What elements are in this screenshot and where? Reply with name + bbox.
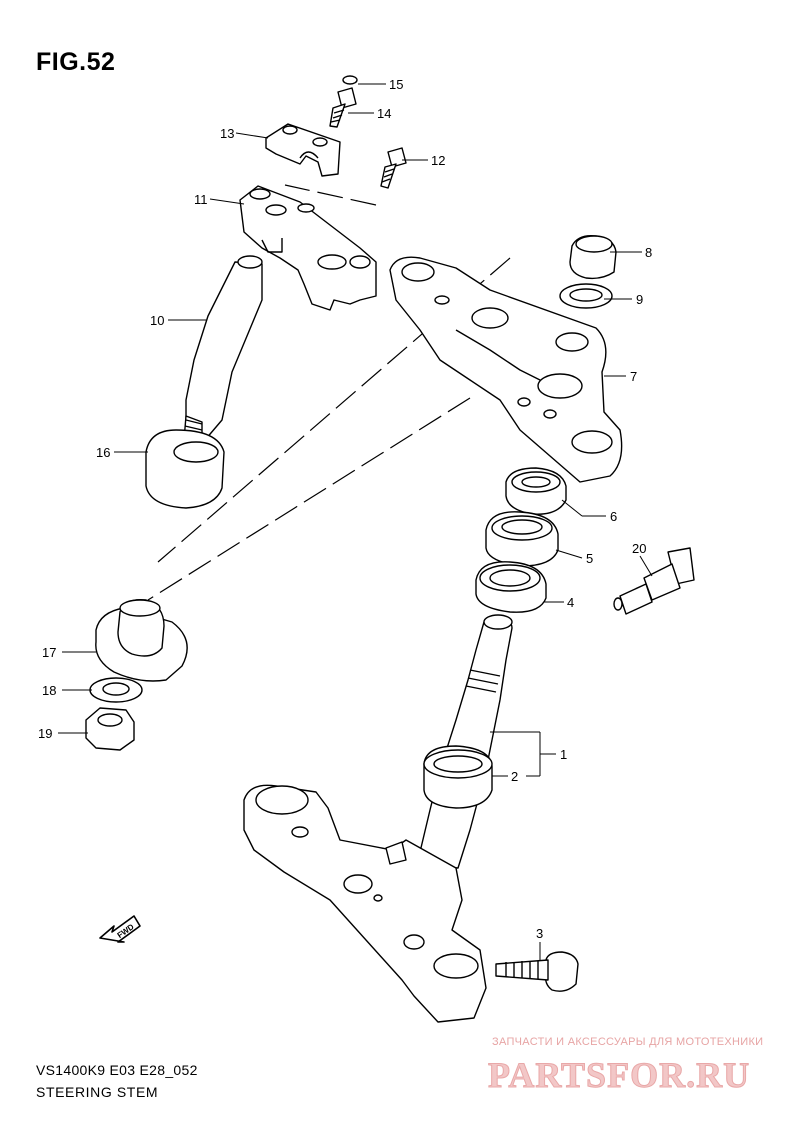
diagram-subtitle: STEERING STEM (36, 1084, 159, 1100)
callout-4: 4 (567, 595, 574, 610)
part-7-upper-bracket (389, 256, 623, 483)
part-17-dust-seal (95, 599, 188, 682)
part-18-washer (89, 677, 143, 703)
watermark-logo: PARTSFOR.RU (487, 1055, 751, 1096)
callout-10: 10 (150, 313, 164, 328)
callout-2: 2 (511, 769, 518, 784)
callout-7: 7 (630, 369, 637, 384)
part-16-seat (145, 429, 225, 509)
part-8-cap (569, 235, 617, 280)
callout-5: 5 (586, 551, 593, 566)
part-15-cap (342, 75, 358, 85)
part-11-holder (239, 185, 377, 311)
leader-lines (58, 83, 653, 960)
part-2-bearing (423, 745, 493, 809)
part-20-switch (613, 547, 695, 615)
callout-13: 13 (220, 126, 234, 141)
part-12-bolt (380, 147, 407, 189)
callout-11: 11 (194, 192, 208, 207)
callout-20: 20 (632, 541, 646, 556)
callout-6: 6 (610, 509, 617, 524)
callout-17: 17 (42, 645, 56, 660)
part-1-steering-stem (419, 614, 513, 869)
part-10-stem-bolt (183, 255, 263, 445)
part-9-washer (559, 283, 613, 309)
callout-9: 9 (636, 292, 643, 307)
callout-14: 14 (377, 106, 391, 121)
callout-12: 12 (431, 153, 445, 168)
callout-1: 1 (560, 747, 567, 762)
fwd-arrow (99, 915, 141, 943)
part-5-bearing (485, 511, 559, 567)
callout-16: 16 (96, 445, 110, 460)
model-code: VS1400K9 E03 E28_052 (36, 1062, 198, 1078)
callout-8: 8 (645, 245, 652, 260)
part-13-holder-cap (265, 123, 341, 177)
callout-19: 19 (38, 726, 52, 741)
part-19-nut (85, 707, 135, 751)
part-3-bolt (495, 951, 579, 992)
callout-3: 3 (536, 926, 543, 941)
part-14-bolt (329, 87, 357, 128)
part-6-nut (505, 467, 567, 515)
callout-15: 15 (389, 77, 403, 92)
figure-title: FIG.52 (36, 48, 116, 76)
callout-18: 18 (42, 683, 56, 698)
part-4-bearing (475, 561, 547, 613)
lower-bracket (243, 784, 487, 1023)
callout-labels: 15 14 13 12 11 10 16 8 9 7 6 5 4 20 17 1… (38, 77, 652, 941)
watermark-caption: ЗАПЧАСТИ И АКСЕССУАРЫ ДЛЯ МОТОТЕХНИКИ (492, 1036, 764, 1048)
